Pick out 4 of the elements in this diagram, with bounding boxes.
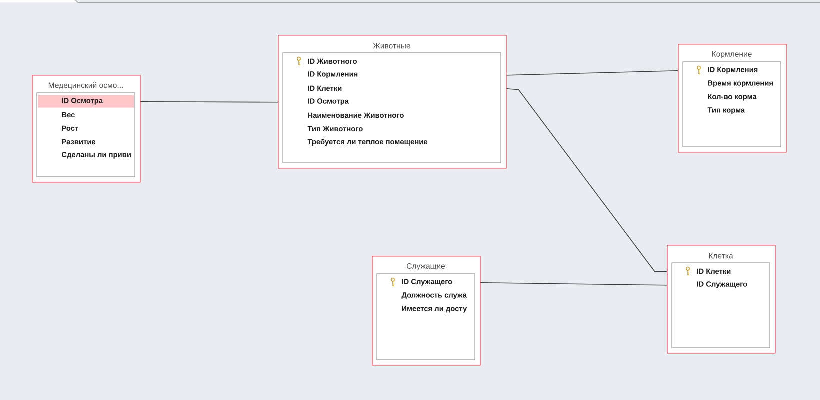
relationship-line	[480, 282, 668, 286]
relationship-line	[140, 102, 278, 103]
relationship-line	[506, 88, 668, 272]
relationship-line	[506, 70, 678, 76]
